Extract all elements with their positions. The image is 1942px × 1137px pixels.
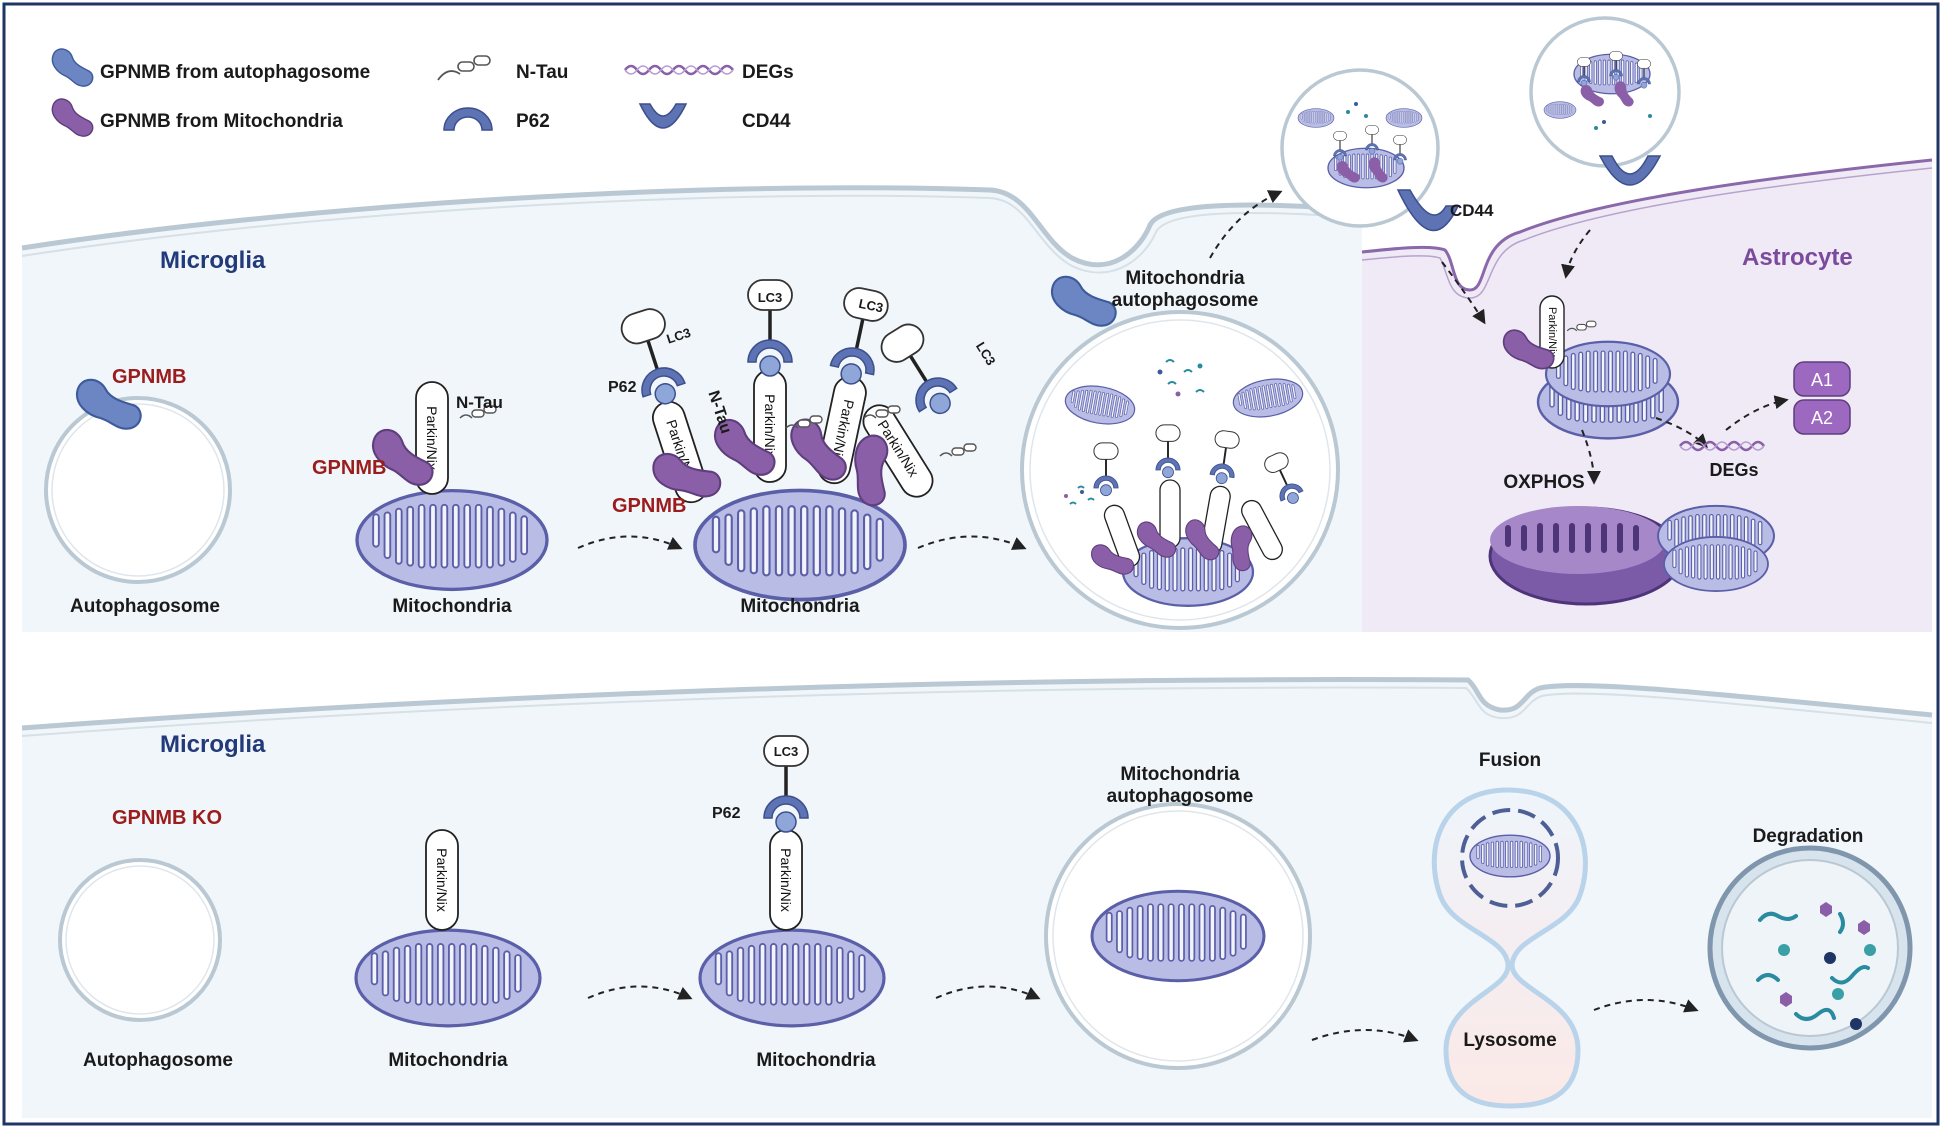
legend-cd44: CD44 [742, 111, 791, 132]
a1-box [1793, 361, 1851, 397]
arrow-bottom-1 [587, 985, 693, 1000]
astrocyte-membrane [1361, 158, 1933, 292]
mitochondria-label-bottom-2: Mitochondria [756, 1050, 876, 1071]
arrow-top-2 [917, 535, 1027, 550]
fusion-label: Fusion [1479, 750, 1541, 771]
lysosome-fusion [1431, 787, 1588, 1109]
microglia-membrane-bottom [21, 677, 1933, 731]
n-tau-label-1: N-Tau [456, 393, 503, 412]
svg-text:Parkin/Nix: Parkin/Nix [434, 848, 450, 912]
gpnmb-label-autophagosome: GPNMB [112, 366, 186, 388]
svg-text:Parkin/Nix: Parkin/Nix [1546, 307, 1558, 358]
svg-text:Parkin/Nix: Parkin/Nix [778, 848, 794, 912]
lysosome-label: Lysosome [1463, 1030, 1556, 1051]
arrow-secretion [1209, 190, 1283, 259]
fusion-membrane [1460, 808, 1560, 908]
legend-p62: P62 [516, 111, 550, 132]
mito-autophagosome-label-top-1: Mitochondria [1125, 268, 1245, 289]
parkin-nix-bottom-1: Parkin/Nix [425, 829, 459, 931]
svg-text:Parkin/Nix: Parkin/Nix [424, 406, 440, 470]
legend-degs: DEGs [742, 62, 794, 83]
gpnmb-label-mitochondria-2: GPNMB [612, 495, 686, 517]
legend-n-tau: N-Tau [516, 62, 568, 83]
mito-autophagosome-label-bottom-1: Mitochondria [1120, 764, 1240, 785]
mitochondria-label-2: Mitochondria [740, 596, 860, 617]
bottom-panel: Microglia GPNMB KO Autophagosome Parkin/… [21, 677, 1933, 1118]
svg-text:LC3: LC3 [758, 290, 783, 305]
degradation-label: Degradation [1753, 826, 1864, 847]
content-particles [1064, 359, 1205, 505]
arrow-top-1 [577, 535, 683, 550]
svg-text:LC3: LC3 [857, 296, 884, 316]
mitochondria-2-top [695, 490, 905, 599]
gpnmb-ko-label: GPNMB KO [112, 807, 222, 829]
legend: GPNMB from autophagosome GPNMB from Mito… [47, 40, 794, 146]
degs-astro [1679, 440, 1765, 452]
p62-label-top: P62 [608, 379, 637, 396]
cd44-label-top: CD44 [1450, 201, 1494, 220]
gpnmb-label-mitochondria-1: GPNMB [312, 457, 386, 479]
legend-gpnmb-mitochondria: GPNMB from Mitochondria [100, 111, 343, 132]
arrow-astro-4 [1581, 429, 1601, 485]
bottom-microglia-label: Microglia [160, 731, 266, 758]
degs-icon [624, 64, 734, 76]
mitochondria-1-bottom [356, 930, 540, 1026]
mitochondria-2-bottom [700, 930, 884, 1026]
mitochondria-label-bottom-1: Mitochondria [388, 1050, 508, 1071]
arrow-astro-1 [1441, 261, 1486, 325]
cd44-receptor-1 [1396, 189, 1460, 232]
arrow-astro-2 [1561, 229, 1591, 279]
degs-label-astro: DEGs [1709, 460, 1758, 480]
microglia-membrane-top [21, 185, 1363, 268]
svg-text:LC3: LC3 [665, 325, 693, 347]
lc3-label-bottom: LC3 [774, 744, 799, 759]
svg-text:Parkin/Nix: Parkin/Nix [762, 394, 778, 458]
inner-receptors [1086, 423, 1308, 586]
autophagosome-bottom [58, 858, 222, 1022]
top-panel: Microglia Astrocyte GPNMB Autophagosome … [21, 16, 1933, 632]
parkin-nix-bottom-2: Parkin/Nix [769, 829, 803, 931]
autophagosome-label-top: Autophagosome [70, 596, 220, 617]
degradation-fragments [1756, 902, 1876, 1030]
p62-label-bottom: P62 [712, 805, 741, 822]
astro-mitochondria-2b [1664, 537, 1768, 591]
a2-label: A2 [1811, 408, 1833, 428]
cd44-receptor-2 [1598, 155, 1662, 186]
legend-gpnmb-autophagosome: GPNMB from autophagosome [100, 62, 370, 83]
p62-icon [443, 107, 493, 131]
oxphos-label: OXPHOS [1503, 472, 1584, 493]
arrow-astro-5 [1725, 395, 1789, 431]
cd44-icon [638, 103, 688, 129]
top-microglia-label: Microglia [160, 247, 266, 274]
autophagosome-top [44, 396, 232, 584]
arrow-bottom-2 [935, 985, 1041, 1000]
a2-box [1793, 399, 1851, 435]
arrow-astro-3 [1655, 417, 1708, 448]
arrow-bottom-3 [1311, 1029, 1419, 1043]
autophagosome-label-bottom: Autophagosome [83, 1050, 233, 1071]
arrow-bottom-4 [1593, 999, 1699, 1013]
a1-label: A1 [1811, 370, 1833, 390]
astrocyte-label: Astrocyte [1742, 244, 1853, 271]
n-tau-icon [437, 55, 491, 81]
mito-autophagosome-label-bottom-2: autophagosome [1107, 786, 1254, 807]
mito-autophagosome-label-top-2: autophagosome [1112, 290, 1259, 311]
mitochondria-1-top [357, 491, 547, 590]
mitochondria-label-1: Mitochondria [392, 596, 512, 617]
